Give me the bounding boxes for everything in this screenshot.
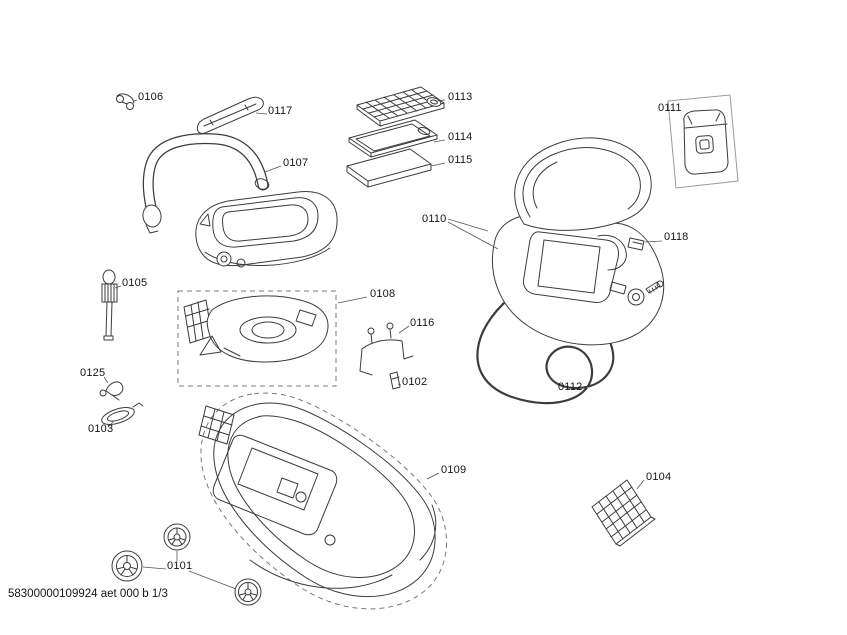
part-drawing-0101 bbox=[111, 523, 262, 606]
part-label-0115: 0115 bbox=[448, 154, 473, 166]
part-drawing-0117 bbox=[196, 96, 264, 134]
part-label-0108: 0108 bbox=[370, 288, 396, 300]
part-label-0125: 0125 bbox=[80, 367, 106, 379]
part-label-0103: 0103 bbox=[88, 423, 114, 435]
part-drawing-0115 bbox=[346, 148, 432, 188]
part-label-0116: 0116 bbox=[410, 317, 435, 329]
part-drawing-0116 bbox=[359, 322, 414, 376]
part-label-0114: 0114 bbox=[448, 131, 473, 143]
part-drawing-0113 bbox=[356, 86, 445, 127]
part-drawing-0106 bbox=[116, 93, 135, 110]
part-label-0109: 0109 bbox=[441, 464, 467, 476]
part-label-0112: 0112 bbox=[558, 381, 583, 393]
part-drawing-0111 bbox=[667, 94, 739, 189]
part-drawing-0118 bbox=[627, 237, 664, 294]
part-label-0105: 0105 bbox=[122, 277, 148, 289]
part-drawing-0108 bbox=[177, 290, 337, 387]
part-drawing-0102 bbox=[389, 371, 401, 390]
part-label-0111: 0111 bbox=[658, 102, 682, 114]
part-label-0107: 0107 bbox=[283, 157, 309, 169]
part-drawing-0112 bbox=[476, 294, 615, 405]
part-label-0102: 0102 bbox=[402, 376, 428, 388]
part-label-0117: 0117 bbox=[268, 105, 293, 117]
part-drawing-0114 bbox=[348, 119, 438, 158]
document-number: 58300000109924 aet 000 b 1/3 bbox=[8, 588, 168, 600]
leader-lines bbox=[103, 99, 663, 590]
part-label-0106: 0106 bbox=[138, 91, 164, 103]
part-label-0101: 0101 bbox=[167, 560, 193, 572]
part-drawing-0110 bbox=[492, 137, 665, 346]
part-drawing-0105 bbox=[101, 269, 118, 341]
part-drawing-0125 bbox=[99, 381, 124, 401]
part-drawing-0103 bbox=[101, 402, 144, 425]
part-label-0104: 0104 bbox=[646, 471, 672, 483]
part-drawing-0109 bbox=[198, 392, 448, 610]
part-drawing-0107 bbox=[142, 133, 338, 268]
part-drawing-0104 bbox=[591, 479, 656, 547]
part-label-0118: 0118 bbox=[664, 231, 689, 243]
part-label-0113: 0113 bbox=[448, 91, 473, 103]
part-label-0110: 0110 bbox=[422, 213, 447, 225]
